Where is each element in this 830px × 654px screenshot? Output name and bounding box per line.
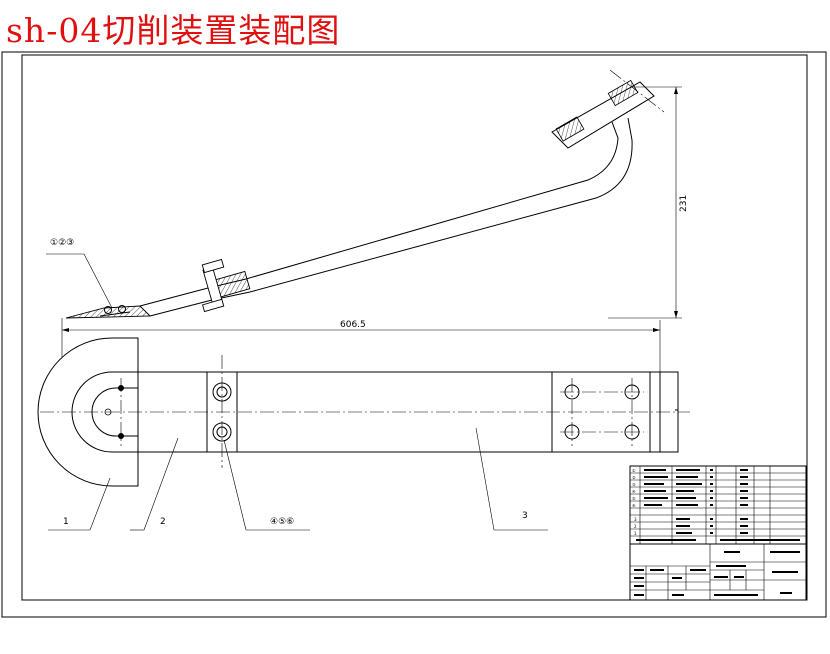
- bom-index-8: 2: [634, 524, 637, 529]
- side-view-arm: [65, 69, 665, 319]
- plan-view: [37, 337, 690, 487]
- bolt-head: [201, 258, 225, 274]
- height-dimension-value: 231: [679, 195, 689, 212]
- nut: [202, 298, 225, 313]
- callout-part-1-label: 1: [63, 517, 69, 527]
- top-mount-hatch-2: [555, 116, 585, 142]
- callout-top-group: ①②③: [46, 238, 113, 309]
- callout-part-2: 2: [130, 437, 179, 531]
- callout-part-2-label: 2: [160, 517, 166, 527]
- bom-index-9: 1: [634, 531, 637, 536]
- height-dimension: 231: [608, 86, 689, 319]
- callout-part-1: 1: [48, 477, 111, 531]
- top-mount-hatch-1: [607, 79, 639, 107]
- title-block-frame: [629, 465, 807, 601]
- bom-index-4: ④: [632, 489, 636, 494]
- callout-part-3-label: 3: [522, 511, 528, 521]
- part-1-half-ring: [37, 337, 139, 487]
- bom-index-1: ①: [632, 468, 636, 473]
- bom-index-6: ⑥: [632, 503, 636, 508]
- blade-bolt-2: [118, 305, 126, 313]
- length-dimension: 606.5: [61, 318, 661, 440]
- bom-index-5: ⑤: [632, 496, 636, 501]
- blade-tip: [65, 305, 152, 319]
- bom-index-3: ③: [632, 482, 636, 487]
- callout-top-group-label: ①②③: [50, 238, 74, 248]
- outer-sheet-border: [1, 51, 827, 618]
- bom-index-7: 3: [634, 517, 637, 522]
- blade-bolt-1: [104, 306, 112, 314]
- title-block: ① ② ③ ④ ⑤ ⑥ 3 2 1: [629, 465, 807, 601]
- bom-index-2: ②: [632, 475, 636, 480]
- callout-part-3: 3: [475, 427, 548, 531]
- length-dimension-value: 606.5: [340, 320, 366, 330]
- inner-drawing-frame: [21, 54, 808, 601]
- callout-fastener-label: ④⑤⑥: [270, 517, 294, 527]
- drawing-title: sh-04切削装置装配图: [6, 11, 341, 50]
- callout-fastener-group: ④⑤⑥: [223, 439, 310, 531]
